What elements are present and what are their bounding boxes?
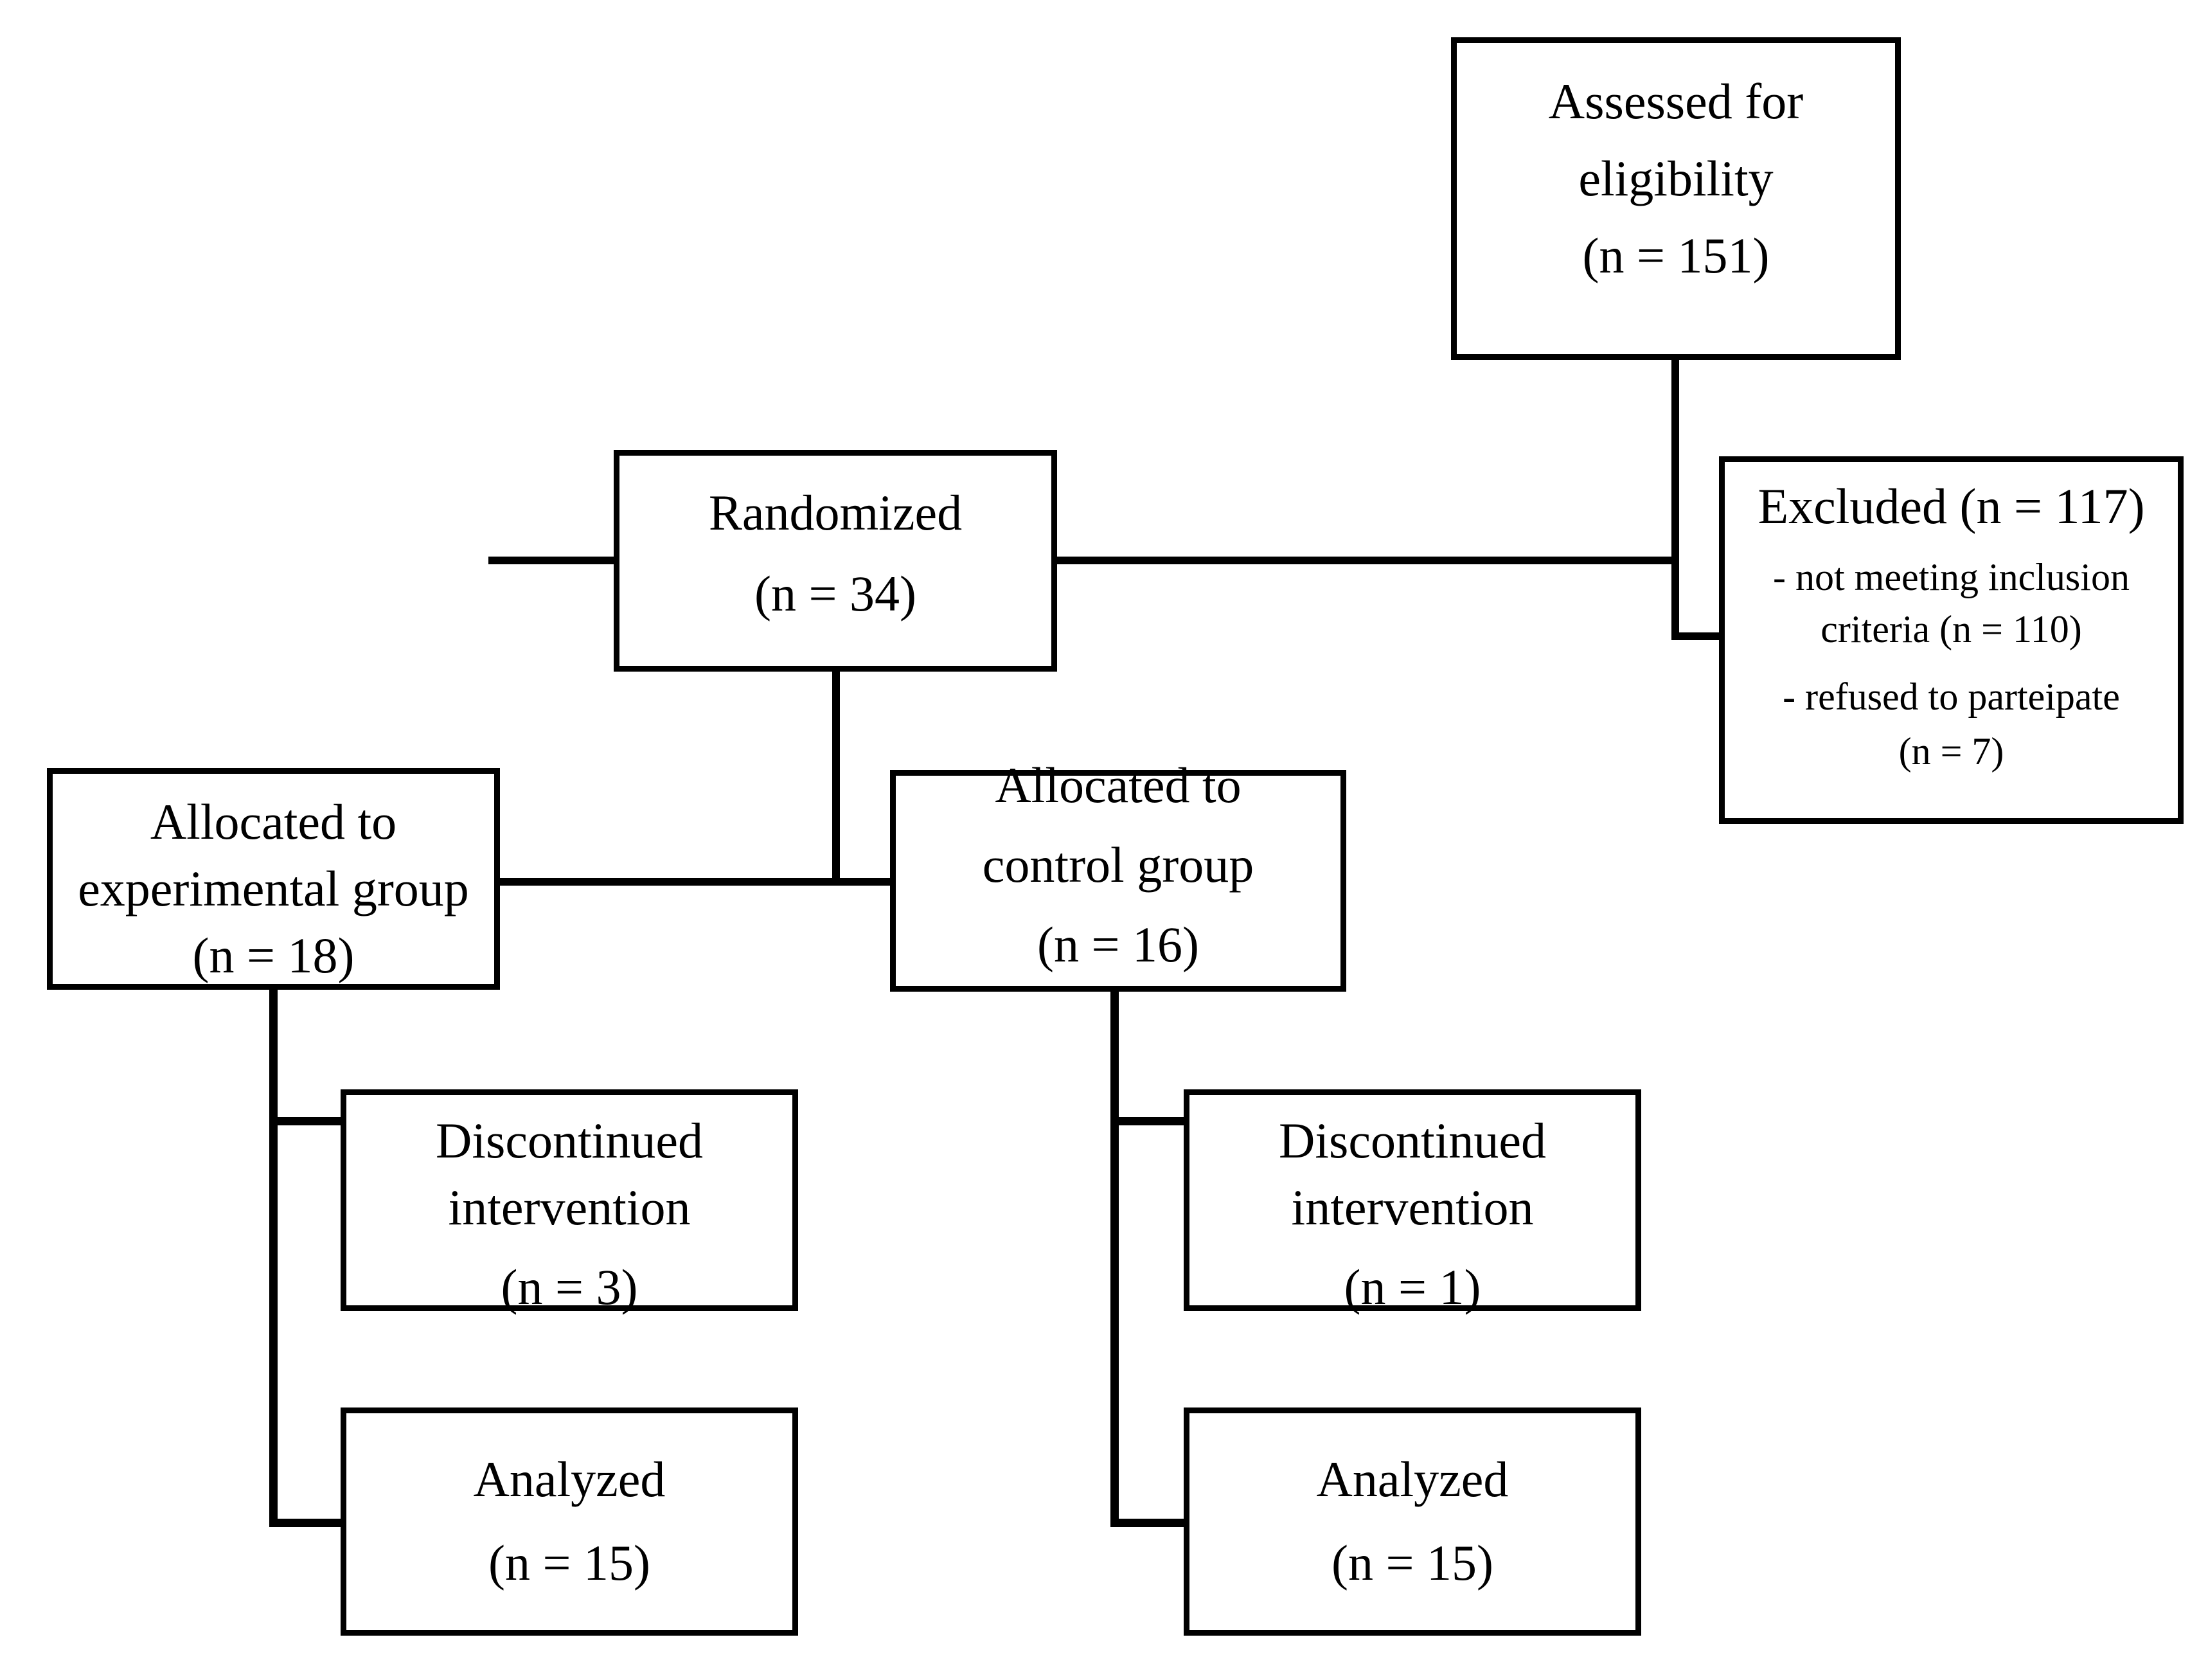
connector-control-to-discontinued-stub: [1110, 1117, 1194, 1125]
excluded-reason-1: - not meeting inclusion: [1773, 556, 2130, 598]
node-discontinued-experimental[interactable]: Discontinued intervention (n = 3): [341, 1089, 798, 1313]
connector-control-to-analyzed-stub: [1110, 1519, 1194, 1527]
node-analyzed-experimental[interactable]: Analyzed (n = 15): [341, 1407, 798, 1636]
discontinued-experimental-line-1: Discontinued: [436, 1113, 703, 1168]
randomized-line-1: Randomized: [708, 485, 963, 541]
connector-allocation-split-horizontal: [495, 878, 893, 886]
node-excluded[interactable]: Excluded (n = 117) - not meeting inclusi…: [1719, 456, 2184, 824]
connector-randomized-down-stem: [832, 670, 840, 886]
allocated-control-line-2: control group: [982, 836, 1254, 893]
discontinued-experimental-line-2: intervention: [448, 1179, 691, 1235]
analyzed-experimental-line-2: (n = 15): [488, 1534, 650, 1591]
allocated-experimental-line-2: experimental group: [78, 860, 469, 916]
node-analyzed-control[interactable]: Analyzed (n = 15): [1184, 1407, 1641, 1636]
excluded-reason-2-cont: (n = 7): [1898, 730, 2004, 773]
analyzed-control-line-1: Analyzed: [1316, 1451, 1509, 1507]
connector-assessed-to-randomized-vertical: [1671, 355, 1679, 560]
connector-excluded-elbow-vertical: [1671, 557, 1679, 640]
allocated-control-line-3: (n = 16): [1037, 916, 1199, 972]
analyzed-control-line-2: (n = 15): [1331, 1534, 1493, 1591]
excluded-reason-2: - refused to parteipate: [1783, 675, 2120, 718]
node-assessed-for-eligibility[interactable]: Assessed for eligibility (n = 151): [1451, 37, 1901, 360]
assessed-line-1: Assessed for: [1548, 73, 1804, 129]
excluded-reason-1-cont: criteria (n = 110): [1821, 608, 2082, 650]
connector-excluded-elbow-horizontal: [1671, 632, 1727, 640]
discontinued-control-line-2: intervention: [1291, 1179, 1534, 1235]
node-randomized[interactable]: Randomized (n = 34): [614, 450, 1057, 672]
discontinued-control-line-1: Discontinued: [1279, 1113, 1546, 1168]
node-allocated-experimental[interactable]: Allocated to experimental group (n = 18): [47, 768, 500, 990]
node-allocated-control[interactable]: Allocated to control group (n = 16): [890, 759, 1346, 992]
connector-experimental-to-analyzed-stub: [269, 1519, 353, 1527]
analyzed-experimental-line-1: Analyzed: [473, 1451, 666, 1507]
allocated-control-line-1: Allocated to: [995, 757, 1242, 813]
randomized-line-2: (n = 34): [754, 565, 916, 621]
assessed-line-3: (n = 151): [1582, 227, 1770, 283]
excluded-heading: Excluded (n = 117): [1758, 478, 2145, 534]
allocated-experimental-line-1: Allocated to: [150, 794, 397, 850]
node-discontinued-control[interactable]: Discontinued intervention (n = 1): [1184, 1089, 1641, 1313]
discontinued-control-line-3: (n = 1): [1344, 1258, 1481, 1315]
allocated-experimental-line-3: (n = 18): [192, 927, 355, 983]
connector-experimental-to-discontinued-stub: [269, 1117, 353, 1125]
assessed-line-2: eligibility: [1578, 150, 1774, 206]
discontinued-experimental-line-3: (n = 3): [501, 1258, 638, 1315]
